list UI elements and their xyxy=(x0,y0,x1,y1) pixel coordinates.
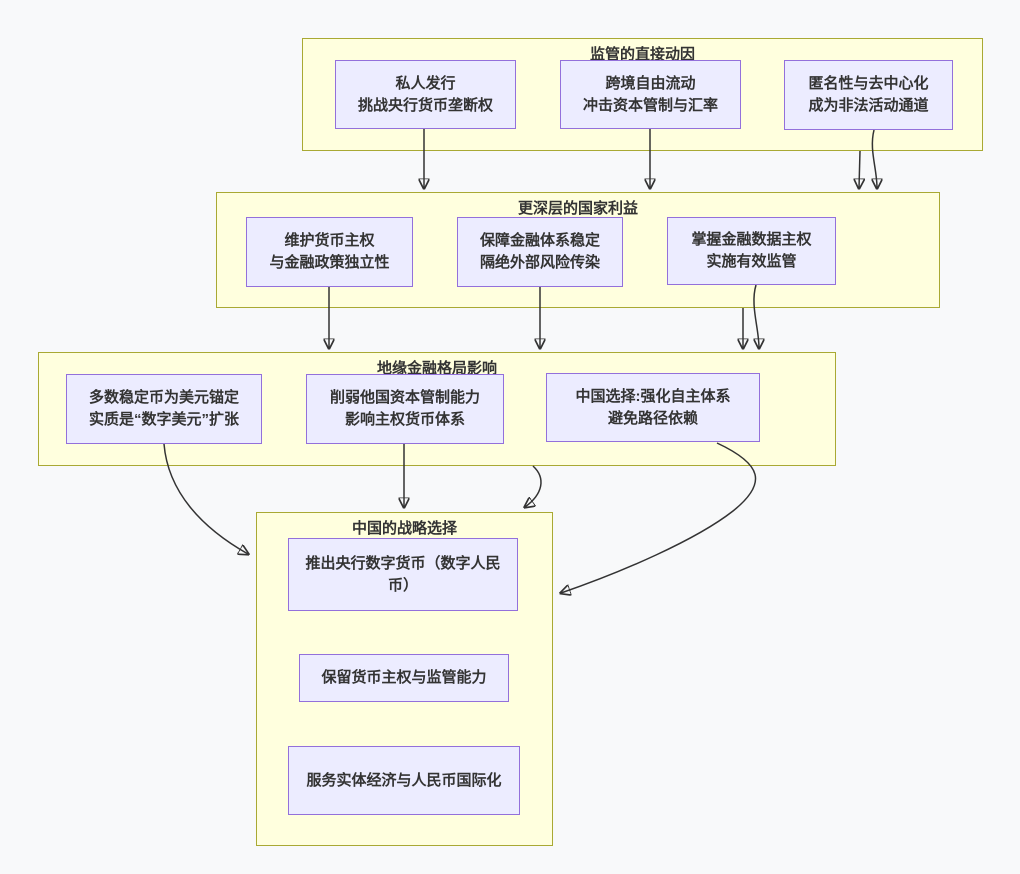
node-line: 跨境自由流动 xyxy=(605,74,696,92)
node-line: 多数稳定币为美元锚定 xyxy=(88,389,239,406)
node-stablecoin-dollar: 多数稳定币为美元锚定 实质是“数字美元”扩张 xyxy=(66,374,262,444)
node-anonymity: 匿名性与去中心化 成为非法活动通道 xyxy=(784,60,953,130)
node-line: 影响主权货币体系 xyxy=(344,411,465,428)
node-cbdc: 推出央行数字货币（数字人民币） xyxy=(288,538,518,611)
section-title: 监管的直接动因 xyxy=(589,46,695,63)
node-china-choice: 中国选择:强化自主体系 避免路径依赖 xyxy=(546,373,760,442)
node-line: 隔绝外部风险传染 xyxy=(479,254,600,271)
node-line: 挑战央行货币垄断权 xyxy=(357,96,493,114)
node-weaken-capital-controls: 削弱他国资本管制能力 影响主权货币体系 xyxy=(306,374,504,444)
node-line: 掌握金融数据主权 xyxy=(691,231,812,248)
node-keep-sovereignty: 保留货币主权与监管能力 xyxy=(299,654,509,702)
node-line: 匿名性与去中心化 xyxy=(808,75,929,92)
node-serve-economy: 服务实体经济与人民币国际化 xyxy=(288,746,520,815)
edge-data-sovereignty-to-geo-impact xyxy=(753,284,759,348)
node-line: 服务实体经济与人民币国际化 xyxy=(306,771,502,789)
node-line: 冲击资本管制与汇率 xyxy=(582,96,718,114)
node-line: 与金融政策独立性 xyxy=(269,254,390,271)
node-monetary-sovereignty: 维护货币主权 与金融政策独立性 xyxy=(246,217,413,287)
node-line: 实施有效监管 xyxy=(706,253,797,270)
node-financial-stability: 保障金融体系稳定 隔绝外部风险传染 xyxy=(457,217,623,287)
node-line: 中国选择:强化自主体系 xyxy=(575,387,731,405)
edge-china-choice-to-china-strategy xyxy=(561,442,757,593)
edge-anonymity-to-national-interests xyxy=(872,129,877,188)
node-line: 私人发行 xyxy=(395,74,456,92)
node-line: 保留货币主权与监管能力 xyxy=(321,669,487,686)
section-title: 地缘金融格局影响 xyxy=(376,360,497,377)
node-line: 避免路径依赖 xyxy=(607,409,698,427)
edge-direct-motives-to-national-interests xyxy=(859,150,860,188)
node-line: 实质是“数字美元”扩张 xyxy=(88,411,239,428)
node-line: 削弱他国资本管制能力 xyxy=(329,389,480,406)
node-data-sovereignty: 掌握金融数据主权 实施有效监管 xyxy=(667,217,836,285)
edge-geo-impact-to-china-strategy xyxy=(525,465,542,507)
section-title: 中国的战略选择 xyxy=(351,520,457,537)
edge-stablecoin-dollar-to-china-strategy xyxy=(163,443,248,554)
node-line: 维护货币主权 xyxy=(284,232,375,249)
section-title: 更深层的国家利益 xyxy=(517,200,638,217)
node-line: 保障金融体系稳定 xyxy=(479,232,600,249)
node-private-issuance: 私人发行 挑战央行货币垄断权 xyxy=(335,60,516,129)
node-line: 推出央行数字货币（数字人民币） xyxy=(305,554,501,594)
node-cross-border-flow: 跨境自由流动 冲击资本管制与汇率 xyxy=(560,60,741,129)
node-line: 成为非法活动通道 xyxy=(808,97,929,114)
